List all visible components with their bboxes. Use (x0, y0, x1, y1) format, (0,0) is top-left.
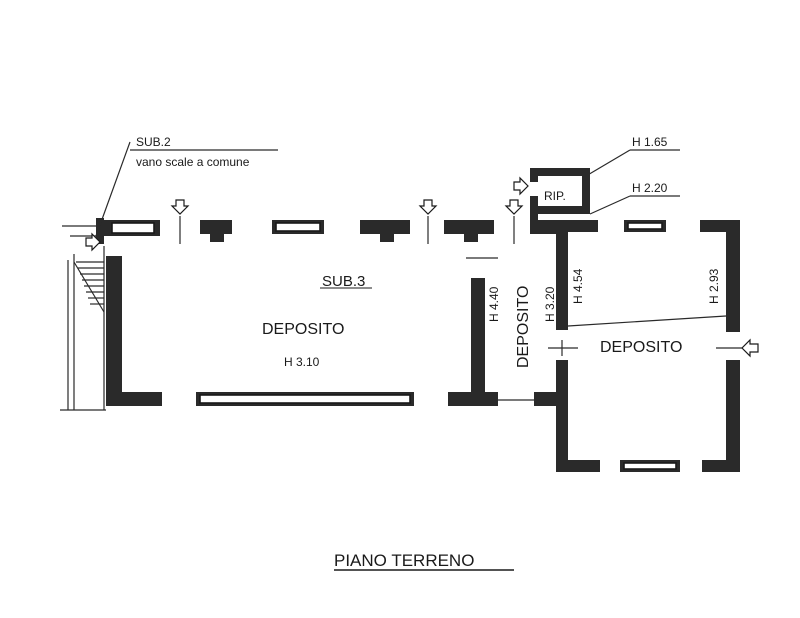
staircase (60, 141, 278, 411)
height-454-label: H 4.54 (571, 268, 585, 304)
floor-title: PIANO TERRENO (334, 551, 474, 570)
height-440-label: H 4.40 (487, 286, 501, 322)
main-building-walls (100, 220, 568, 406)
sub3-label: SUB.3 (322, 273, 365, 290)
height-220-label: H 2.20 (632, 181, 668, 195)
height-293-label: H 2.93 (707, 268, 721, 304)
height-165-label: H 1.65 (632, 135, 668, 149)
rip-room (530, 168, 590, 234)
sub2-label: SUB.2 (136, 135, 171, 149)
deposito-vertical-label: DEPOSITO (515, 286, 532, 368)
deposito-main-label: DEPOSITO (262, 321, 344, 338)
stair-note-label: vano scale a comune (136, 155, 250, 169)
height-main-label: H 3.10 (284, 355, 320, 369)
entry-arrows (85, 176, 759, 358)
deposito-right-label: DEPOSITO (600, 339, 682, 356)
height-320-label: H 3.20 (543, 286, 557, 322)
right-annex-walls (548, 220, 748, 472)
rip-label: RIP. (544, 189, 566, 203)
